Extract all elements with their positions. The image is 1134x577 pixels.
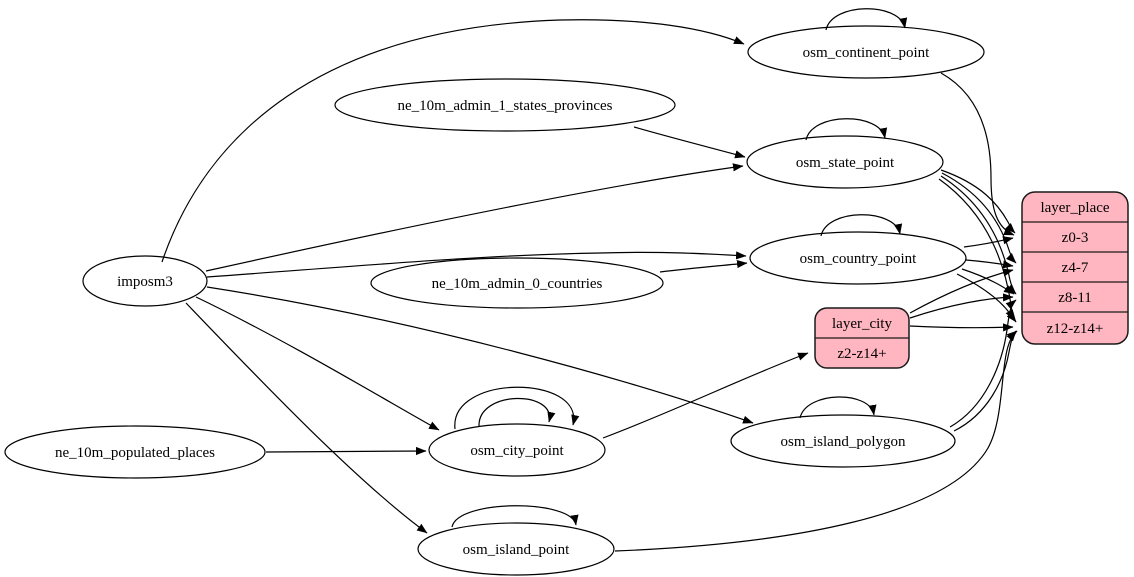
edge-selfloop-outer-osm_city_point — [454, 386, 580, 430]
node-osm_country_point-shape — [749, 231, 967, 285]
edge-selfloop-osm_island_polygon — [799, 396, 877, 419]
node-ne_10m_admin_0_countries-label: ne_10m_admin_0_countries — [432, 276, 603, 292]
node-ne_10m_admin_0_countries: ne_10m_admin_0_countries — [370, 257, 664, 309]
edge-osm_country_point-layer_place-z0-3 — [963, 236, 1014, 248]
edge-osm_city_point-layer_city-z2-z14 — [602, 352, 809, 439]
node-layer_place-shape — [1021, 191, 1129, 345]
edge-selfloop-inner-osm_city_point — [478, 397, 556, 427]
node-osm_city_point: osm_city_point — [428, 423, 606, 477]
node-layer_place-field-z12-z14: z12-z14+ — [1047, 321, 1104, 337]
node-osm_continent_point-label: osm_continent_point — [803, 45, 930, 61]
node-osm_island_point-label: osm_island_point — [463, 542, 571, 558]
node-osm_city_point-label: osm_city_point — [470, 443, 564, 459]
node-imposm3-shape — [82, 255, 208, 307]
edge-imposm3-osm_country_point — [206, 251, 747, 278]
node-ne_10m_admin_0_countries-shape — [370, 257, 664, 309]
node-osm_state_point-shape — [746, 135, 944, 189]
node-osm_state_point: osm_state_point — [746, 135, 944, 189]
node-osm_country_point: osm_country_point — [749, 231, 967, 285]
edge-osm_country_point-layer_place-z4-7 — [965, 259, 1014, 269]
node-imposm3: imposm3 — [82, 255, 208, 307]
edge-ne_10m_admin_0_countries-osm_country_point — [659, 259, 748, 273]
edge-osm_country_point-layer_place-z12-z14 — [956, 273, 1015, 321]
node-layer_place-field-z0-3: z0-3 — [1062, 230, 1089, 246]
node-ne_10m_admin_1_states_provinces-shape — [334, 78, 676, 132]
edge-layer_city-layer_place-z8-11 — [909, 293, 1014, 319]
node-osm_island_point: osm_island_point — [417, 522, 615, 576]
node-ne_10m_populated_places-label: ne_10m_populated_places — [55, 445, 215, 461]
node-layer_place-field-z8-11: z8-11 — [1058, 290, 1092, 306]
edge-selfloop-osm_country_point — [820, 214, 903, 237]
node-ne_10m_admin_1_states_provinces: ne_10m_admin_1_states_provinces — [334, 78, 676, 132]
edge-ne_10m_admin_1_states_provinces-osm_state_point — [633, 126, 746, 159]
node-ne_10m_populated_places: ne_10m_populated_places — [4, 425, 266, 479]
node-layer_place-field-z4-7: z4-7 — [1062, 260, 1089, 276]
edge-layer_city-layer_place-z12-z14 — [909, 323, 1014, 332]
node-imposm3-label: imposm3 — [117, 274, 173, 290]
node-osm_island_polygon-shape — [730, 414, 956, 468]
node-osm_island_polygon-label: osm_island_polygon — [780, 434, 906, 450]
node-layer_place-label: layer_place — [1040, 200, 1109, 216]
edge-layer_city-layer_place-z4-7 — [909, 268, 1014, 314]
node-layer_city-field-z2-z14: z2-z14+ — [837, 346, 886, 362]
node-layer_city-label: layer_city — [832, 316, 892, 332]
node-osm_state_point-label: osm_state_point — [796, 155, 895, 171]
node-osm_country_point-label: osm_country_point — [800, 251, 917, 267]
node-osm_island_point-shape — [417, 522, 615, 576]
edge-osm_island_point-layer_place-z12-z14 — [614, 330, 1018, 552]
edge-imposm3-osm_island_point — [185, 302, 428, 534]
node-osm_island_polygon: osm_island_polygon — [730, 414, 956, 468]
edge-osm_island_polygon-layer_place-z8-11 — [949, 299, 1017, 428]
edge-osm_continent_point-layer_place-z0-3 — [940, 72, 1015, 236]
edge-osm_island_polygon-layer_place-z12-z14 — [953, 330, 1017, 432]
edge-selfloop-osm_state_point — [805, 118, 888, 141]
node-osm_continent_point: osm_continent_point — [747, 25, 985, 79]
edge-imposm3-osm_city_point — [195, 296, 440, 431]
edge-imposm3-osm_continent_point — [161, 19, 745, 263]
edge-ne_10m_populated_places-osm_city_point — [265, 446, 427, 456]
node-layer_place: layer_place z0-3 z4-7 z8-11 z12-z14+ — [1021, 191, 1129, 345]
edge-osm_state_point-layer_place-z0-3 — [940, 169, 1016, 234]
node-osm_city_point-shape — [428, 423, 606, 477]
edge-imposm3-osm_island_polygon — [206, 286, 754, 424]
node-ne_10m_admin_1_states_provinces-label: ne_10m_admin_1_states_provinces — [398, 98, 613, 114]
edge-osm_country_point-layer_place-z8-11 — [961, 268, 1015, 295]
node-ne_10m_populated_places-shape — [4, 425, 266, 479]
edge-imposm3-osm_state_point — [205, 163, 744, 272]
edge-osm_state_point-layer_place-z4-7 — [941, 172, 1017, 264]
node-osm_continent_point-shape — [747, 25, 985, 79]
node-layer_city: layer_city z2-z14+ — [814, 307, 910, 369]
edge-selfloop-osm_island_point — [451, 505, 579, 528]
edge-selfloop-osm_continent_point — [825, 8, 908, 31]
